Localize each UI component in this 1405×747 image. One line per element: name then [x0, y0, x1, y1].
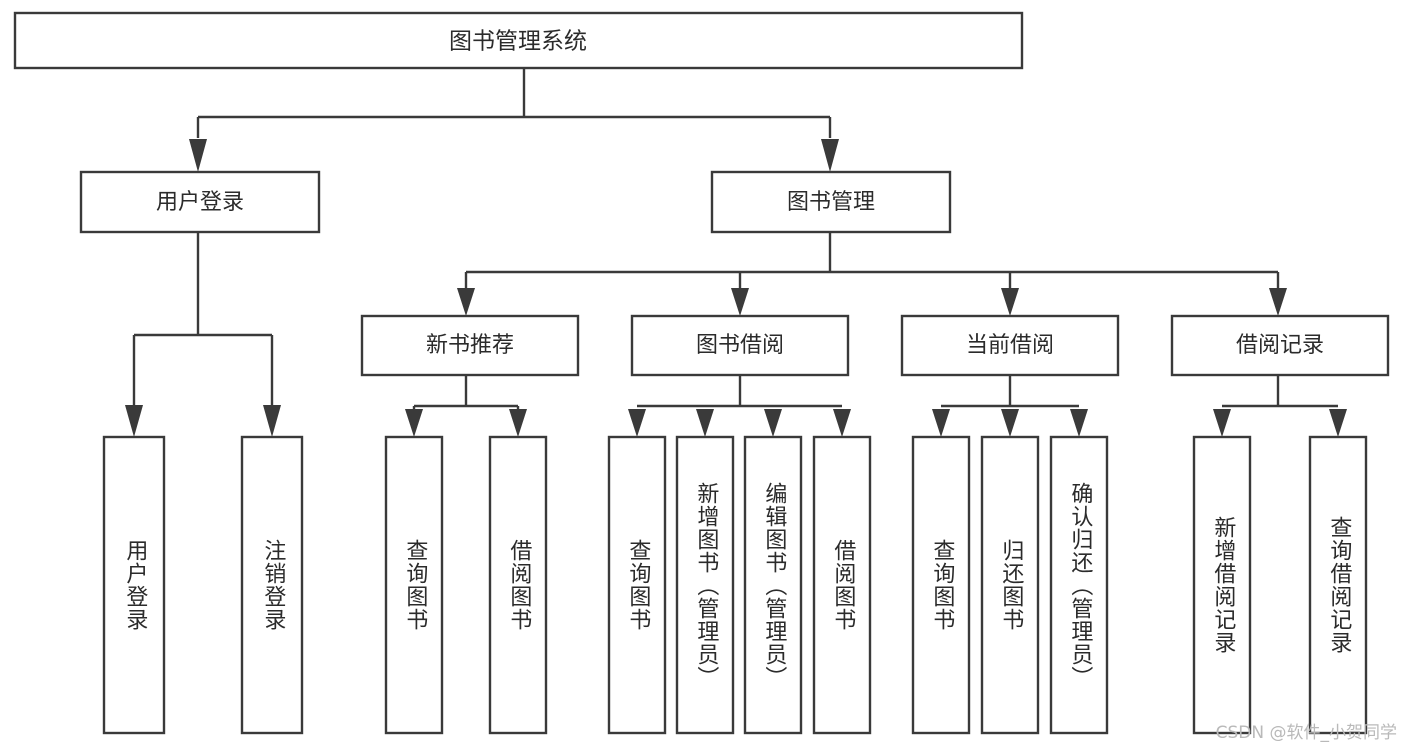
arrow-head-new-book: [457, 288, 475, 316]
arrow-head-leaf-current-borrow-1: [932, 409, 950, 437]
node-current-borrow-box[interactable]: [900, 314, 1120, 377]
connector-group: [125, 68, 1347, 437]
node-book-borrow[interactable]: 图书借阅: [630, 314, 850, 377]
leaf-box-book-borrow-2[interactable]: [675, 435, 735, 735]
node-new-book-recommend-box[interactable]: [360, 314, 580, 377]
leaf-box-book-borrow-1[interactable]: [607, 435, 667, 735]
arrow-head-leaf-borrow-record-1: [1213, 409, 1231, 437]
arrow-head-leaf-user-login-2: [263, 405, 281, 437]
arrow-head-leaf-new-book-1: [405, 409, 423, 437]
arrow-head-leaf-book-borrow-1: [628, 409, 646, 437]
node-borrow-record-label: 借阅记录: [1236, 333, 1324, 358]
node-new-book-recommend-label: 新书推荐: [426, 333, 514, 358]
arrow-head-leaf-user-login-1: [125, 405, 143, 437]
leaf-box-current-borrow-2[interactable]: [980, 435, 1040, 735]
arrow-head-leaf-current-borrow-3: [1070, 409, 1088, 437]
leaf-box-current-borrow-3[interactable]: [1049, 435, 1109, 735]
leaf-box-new-book-1[interactable]: [384, 435, 444, 735]
node-new-book-recommend[interactable]: 新书推荐: [360, 314, 580, 377]
node-root[interactable]: 图书管理系统: [13, 11, 1024, 70]
arrow-head-leaf-new-book-2: [509, 409, 527, 437]
leaf-box-book-borrow-3[interactable]: [743, 435, 803, 735]
node-book-manage[interactable]: 图书管理: [710, 170, 952, 234]
leaf-box-book-borrow-4[interactable]: [812, 435, 872, 735]
leaf-box-borrow-record-2[interactable]: [1308, 435, 1368, 735]
leaf-box-new-book-2[interactable]: [488, 435, 548, 735]
arrow-head-book-manage: [821, 139, 839, 172]
arrow-head-leaf-book-borrow-4: [833, 409, 851, 437]
node-root-box[interactable]: [13, 11, 1024, 70]
node-user-login-label: 用户登录: [156, 190, 244, 215]
leaf-boxes-group: [102, 435, 1368, 735]
arrow-head-user-login: [189, 139, 207, 172]
node-current-borrow-label: 当前借阅: [966, 333, 1054, 358]
node-book-borrow-label: 图书借阅: [696, 333, 784, 358]
arrow-head-leaf-borrow-record-2: [1329, 409, 1347, 437]
leaf-box-user-login-1[interactable]: [102, 435, 166, 735]
node-root-label: 图书管理系统: [449, 29, 587, 55]
node-current-borrow[interactable]: 当前借阅: [900, 314, 1120, 377]
leaf-box-user-login-2[interactable]: [240, 435, 304, 735]
leaf-box-current-borrow-1[interactable]: [911, 435, 971, 735]
node-book-manage-box[interactable]: [710, 170, 952, 234]
arrow-head-borrow-record: [1269, 288, 1287, 316]
node-user-login[interactable]: 用户登录: [79, 170, 321, 234]
node-borrow-record-box[interactable]: [1170, 314, 1390, 377]
watermark-text: CSDN @软件_小贺同学: [1215, 723, 1397, 743]
arrow-head-book-borrow: [731, 288, 749, 316]
node-borrow-record[interactable]: 借阅记录: [1170, 314, 1390, 377]
node-book-manage-label: 图书管理: [787, 190, 875, 215]
node-user-login-box[interactable]: [79, 170, 321, 234]
arrow-head-leaf-book-borrow-2: [696, 409, 714, 437]
arrow-head-leaf-book-borrow-3: [764, 409, 782, 437]
arrow-head-current-borrow: [1001, 288, 1019, 316]
leaf-box-borrow-record-1[interactable]: [1192, 435, 1252, 735]
arrow-head-leaf-current-borrow-2: [1001, 409, 1019, 437]
node-book-borrow-box[interactable]: [630, 314, 850, 377]
